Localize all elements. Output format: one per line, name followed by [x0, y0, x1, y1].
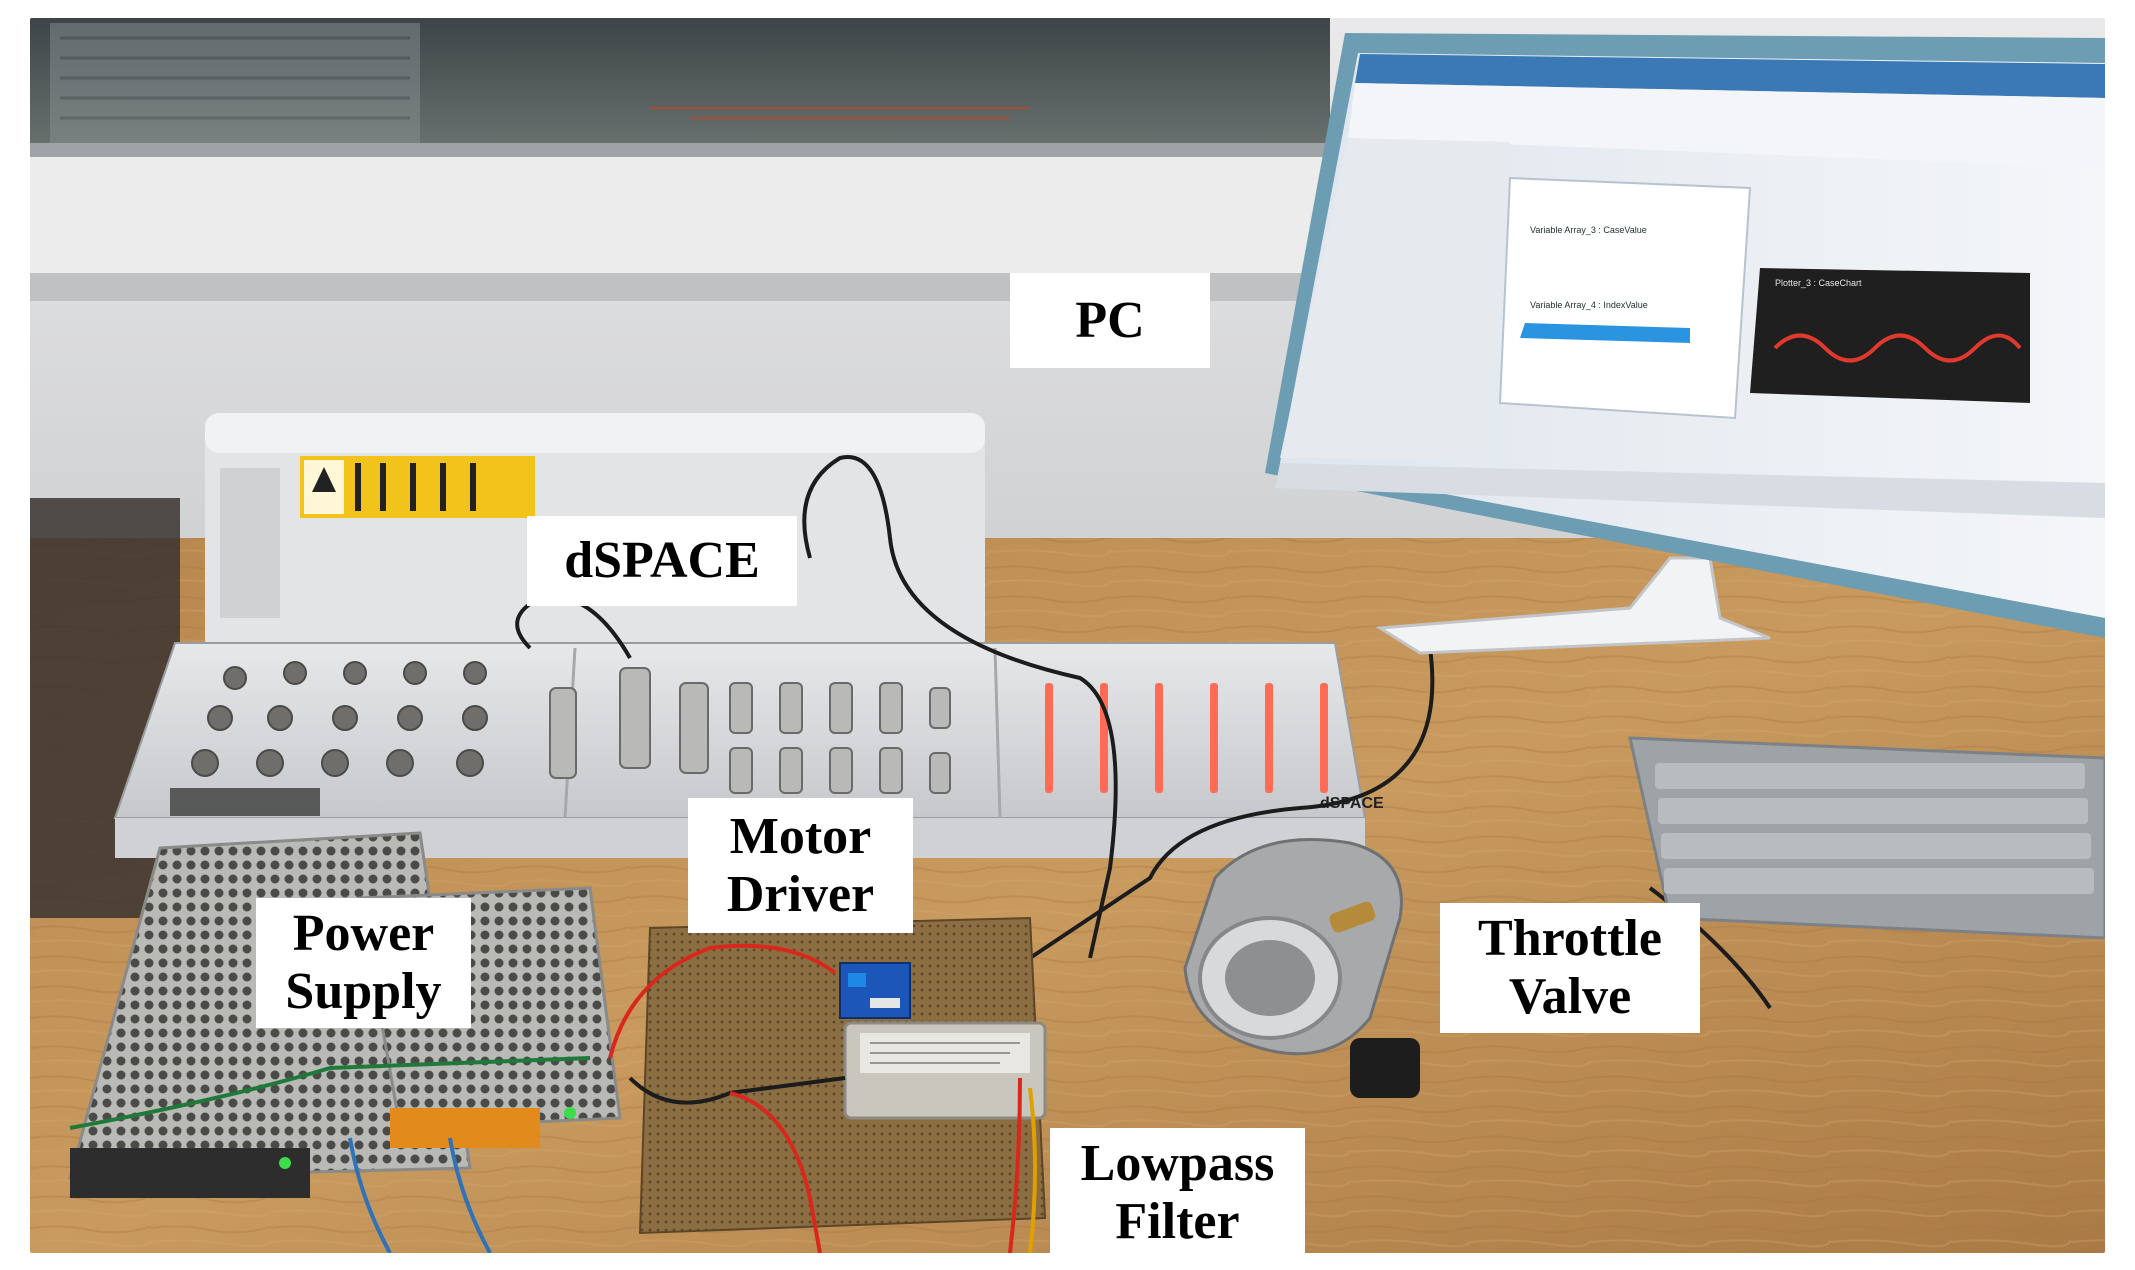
lab-photo-illustration: dSPACE — [30, 18, 2105, 1253]
label-dspace-text: dSPACE — [564, 532, 760, 589]
software-panel-caseValue: Variable Array_3 : CaseValue — [1530, 225, 1647, 235]
label-lowpass-filter: Lowpass Filter — [1050, 1128, 1305, 1253]
label-power-supply-line2: Supply — [285, 963, 442, 1020]
lab-photo: dSPACE — [30, 18, 2105, 1253]
label-motor-driver: Motor Driver — [688, 798, 913, 933]
label-throttle-valve: Throttle Valve — [1440, 903, 1700, 1033]
software-panel-plotter: Plotter_3 : CaseChart — [1775, 278, 1862, 288]
software-panel-indexValue: Variable Array_4 : IndexValue — [1530, 300, 1648, 310]
label-dspace: dSPACE — [527, 516, 797, 606]
dspace-panel-brand: dSPACE — [1320, 795, 1384, 812]
label-lowpass-filter-line2: Filter — [1115, 1193, 1240, 1250]
label-throttle-valve-line2: Valve — [1508, 968, 1632, 1025]
label-power-supply-line1: Power — [292, 905, 435, 962]
label-motor-driver-line2: Driver — [726, 865, 875, 923]
label-motor-driver-line1: Motor — [729, 807, 872, 865]
label-power-supply: Power Supply — [256, 898, 471, 1028]
label-pc: PC — [1010, 273, 1210, 368]
label-lowpass-filter-line1: Lowpass — [1080, 1135, 1275, 1192]
label-pc-text: PC — [1075, 291, 1145, 349]
label-throttle-valve-line1: Throttle — [1478, 910, 1662, 967]
